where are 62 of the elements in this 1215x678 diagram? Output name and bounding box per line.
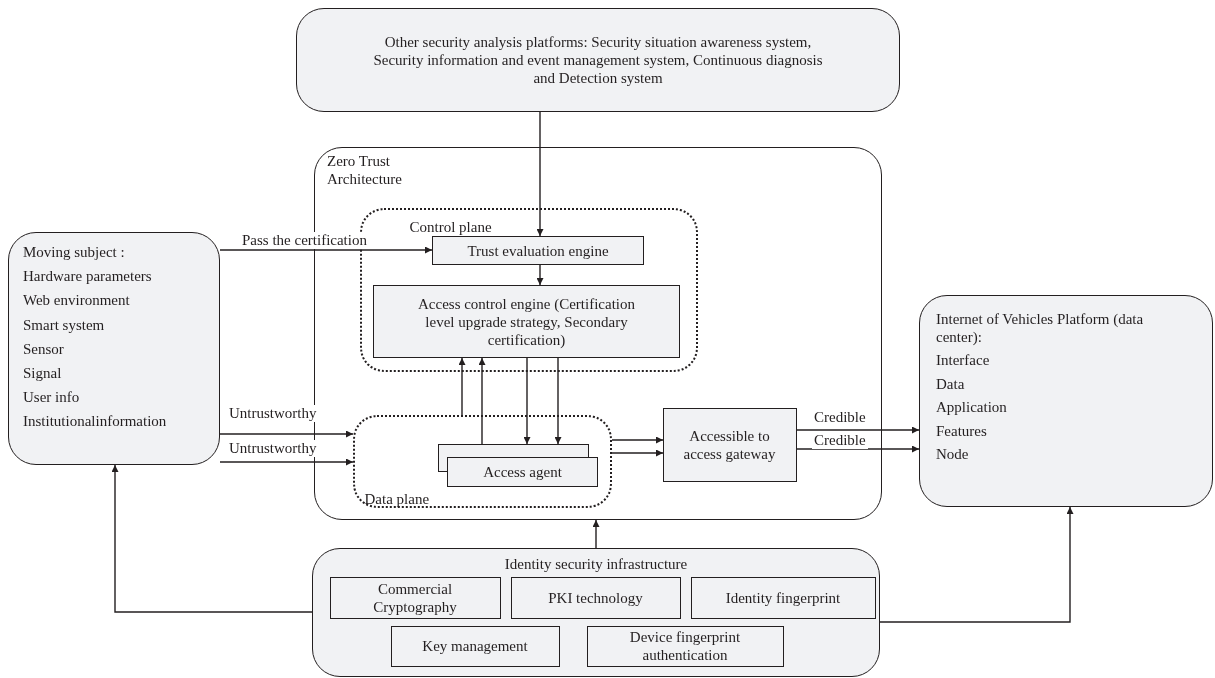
arrow	[554, 357, 562, 445]
edge-label: Pass the certification	[240, 232, 369, 249]
arrow	[796, 426, 920, 434]
arrow	[523, 357, 531, 445]
box-label: Identity fingerprint	[725, 588, 841, 607]
list-item: Smart system	[23, 315, 105, 334]
platform-panel	[296, 8, 900, 112]
panel-title: Identity security infrastructure	[503, 555, 689, 573]
box-label: Commercial Cryptography	[372, 579, 458, 616]
arrow	[219, 246, 433, 254]
arrow	[219, 430, 354, 438]
arrow	[796, 445, 920, 453]
component-box	[390, 625, 560, 667]
box-label: Accessible to access gateway	[682, 426, 777, 463]
list-item: Interface	[936, 351, 991, 370]
box-label: Access agent	[483, 463, 562, 481]
arrow	[536, 264, 544, 286]
arrow	[458, 357, 466, 416]
arrow	[536, 111, 544, 237]
list-item: User info	[23, 388, 80, 407]
box-label: Key management	[422, 637, 528, 655]
component-box	[690, 576, 876, 619]
list-item: Node	[936, 445, 970, 463]
stacked-process-box	[438, 444, 598, 487]
box-label: Other security analysis platforms: Security situation awareness system, Security information and event management system, Continuous diagnosis and Detection system	[372, 33, 824, 87]
infrastructure-panel	[312, 548, 880, 677]
arrow	[592, 519, 600, 549]
box-label: Trust evaluation engine	[467, 241, 609, 260]
subject-panel	[8, 232, 220, 465]
list-item: Sensor	[23, 339, 64, 358]
component-box	[586, 625, 784, 667]
box-label: PKI technology	[548, 588, 643, 607]
arrow	[478, 357, 486, 445]
panel-title: Control plane	[409, 217, 492, 236]
box-label: Access control engine (Certification level upgrade strategy, Secondary certification)	[417, 294, 636, 349]
platform-panel	[919, 295, 1213, 507]
list-item: Application	[936, 398, 1008, 417]
panel-title: Internet of Vehicles Platform (data center):	[936, 310, 1145, 346]
process-box	[432, 236, 644, 265]
arrow	[611, 436, 664, 444]
arrow	[219, 458, 354, 466]
list-item: Institutionalinformation	[23, 412, 167, 431]
process-box	[662, 407, 797, 482]
list-item: Hardware parameters	[23, 267, 152, 286]
arrow	[611, 449, 664, 457]
panel-title: Zero Trust Architecture	[327, 152, 403, 188]
list-item: Web environment	[23, 291, 130, 310]
process-box	[373, 285, 680, 358]
panel-title: Data plane	[364, 489, 430, 508]
component-box	[510, 576, 681, 619]
arrow	[879, 506, 1074, 623]
component-box	[329, 576, 501, 619]
box-label: Device fingerprint authentication	[628, 628, 742, 664]
edge-label: Untrustworthy	[227, 405, 319, 422]
edge-label: Credible	[812, 432, 868, 449]
panel-title: Moving subject :	[23, 243, 125, 261]
list-item: Features	[936, 421, 988, 440]
arrow	[111, 464, 313, 613]
list-item: Signal	[23, 364, 62, 382]
data-plane-region	[352, 414, 612, 508]
edge-label: Untrustworthy	[227, 440, 319, 457]
list-item: Data	[936, 374, 966, 393]
